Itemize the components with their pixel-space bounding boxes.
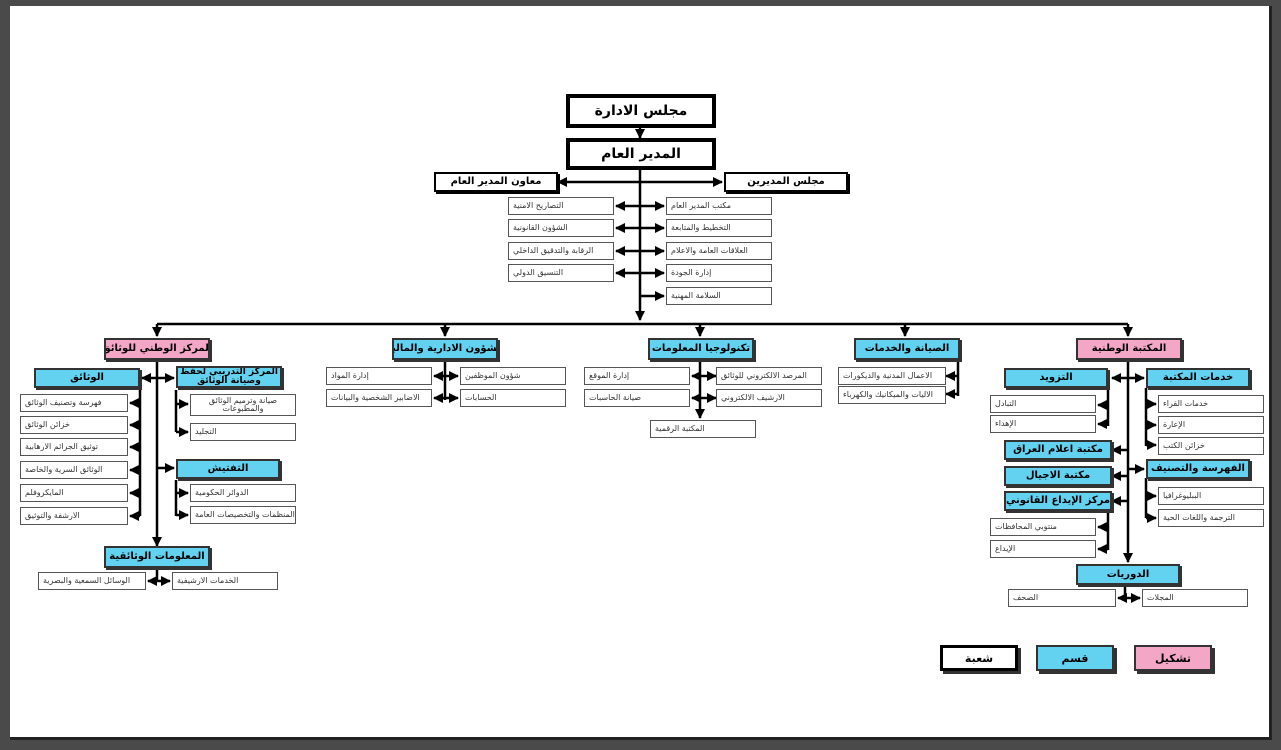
documents-unit-3[interactable]: توثيق الجرائم الارهابية [20,438,128,456]
cataloging-unit-1[interactable]: الببليوغرافيا [1158,487,1264,505]
national-archives-box[interactable]: المركز الوطني للوثائق [104,338,210,360]
training-unit-1[interactable]: صيانة وترميم الوثائق والمطبوعات [190,394,296,416]
maintenance-unit-1[interactable]: الاعمال المدنية والديكورات [838,367,946,385]
legend-section: قسم [1036,645,1114,671]
it-unit-2[interactable]: الارشيف الالكتروني [716,389,822,407]
admin-unit-1[interactable]: شؤون الموظفين [460,367,566,385]
library-services-box[interactable]: خدمات المكتبة [1146,368,1250,388]
library-services-unit-1[interactable]: خدمات القراء [1158,395,1264,413]
periodicals-unit-2[interactable]: الصحف [1008,589,1116,607]
supply-unit-2[interactable]: الإهداء [990,415,1096,433]
supply-unit-1[interactable]: التبادل [990,395,1096,413]
admin-unit-3[interactable]: إدارة المواد [326,367,432,385]
it-unit-1[interactable]: المرصد الالكتروني للوثائق [716,367,822,385]
cataloging-box[interactable]: الفهرسة والتصنيف [1146,459,1250,479]
legend-formation: تشكيل [1134,645,1212,671]
legal-deposit-box[interactable]: مركز الإيداع القانوني [1004,491,1112,511]
supply-box[interactable]: التزويد [1004,368,1108,388]
dg-office-left-3[interactable]: الرقابة والتدقيق الداخلي [508,242,614,260]
library-services-unit-2[interactable]: الإعارة [1158,416,1264,434]
dg-office-2[interactable]: التخطيط والمتابعة [666,219,772,237]
it-section-box[interactable]: تكنولوجيا المعلومات [648,338,754,360]
legend-division: شعبة [940,645,1018,671]
it-unit-4[interactable]: صيانة الحاسبات [584,389,690,407]
legal-deposit-unit-2[interactable]: الإيداع [990,540,1096,558]
inspection-box[interactable]: التفتيش [176,459,280,479]
national-library-box[interactable]: المكتبة الوطنية [1076,338,1182,360]
documents-unit-4[interactable]: الوثائق السرية والخاصة [20,461,128,479]
maintenance-unit-2[interactable]: الاليات والميكانيك والكهرباء [838,386,946,404]
generations-library-box[interactable]: مكتبة الاجيال [1004,466,1112,486]
inspection-unit-1[interactable]: الدوائر الحكومية [190,484,296,502]
documents-unit-5[interactable]: المايكروفلم [20,484,128,502]
documentary-info-unit-2[interactable]: الوسائل السمعية والبصرية [38,572,146,590]
maintenance-section-box[interactable]: الصيانة والخدمات [854,338,960,360]
dg-office-left-2[interactable]: الشؤون القانونية [508,219,614,237]
iraq-figures-library-box[interactable]: مكتبة اعلام العراق [1004,440,1112,460]
dg-office-1[interactable]: مكتب المدير العام [666,197,772,215]
directors-council-box[interactable]: مجلس المديرين [724,172,848,192]
training-unit-2[interactable]: التجليد [190,423,296,441]
board-of-directors-box[interactable]: مجلس الادارة [566,94,716,128]
library-services-unit-3[interactable]: خزائن الكتب [1158,437,1264,455]
admin-finance-section-box[interactable]: الشؤون الادارية والمالية [392,338,498,360]
admin-unit-4[interactable]: الاضابير الشخصية والبيانات [326,389,432,407]
dg-office-4[interactable]: إدارة الجودة [666,264,772,282]
legal-deposit-unit-1[interactable]: منتوبي المحافظات [990,518,1096,536]
dg-office-left-4[interactable]: التنسيق الدولي [508,264,614,282]
dg-office-3[interactable]: العلاقات العامة والاعلام [666,242,772,260]
periodicals-unit-1[interactable]: المجلات [1142,589,1248,607]
documents-unit-1[interactable]: فهرسة وتصنيف الوثائق [20,394,128,412]
training-center-box[interactable]: المركز التدريبي لحفظ وصيانة الوثائق [176,366,282,388]
deputy-dg-box[interactable]: معاون المدير العام [434,172,558,192]
documents-unit-2[interactable]: خزائن الوثائق [20,416,128,434]
documentary-info-unit-1[interactable]: الخدمات الارشيفية [172,572,278,590]
it-unit-3[interactable]: إدارة الموقع [584,367,690,385]
inspection-unit-2[interactable]: المنظمات والتخصيصات العامة [190,506,296,524]
documents-unit-6[interactable]: الارشفة والتوثيق [20,507,128,525]
periodicals-box[interactable]: الدوريات [1076,564,1180,585]
admin-unit-2[interactable]: الحسابات [460,389,566,407]
dg-office-left-1[interactable]: التصاريح الامنية [508,197,614,215]
cataloging-unit-2[interactable]: الترجمة واللغات الحية [1158,509,1264,527]
it-unit-5[interactable]: المكتبة الرقمية [650,420,756,438]
dg-office-5[interactable]: السلامة المهنية [666,287,772,305]
documents-box[interactable]: الوثائق [34,368,140,388]
documentary-info-box[interactable]: المعلومات الوثائقية [104,546,210,568]
director-general-box[interactable]: المدير العام [566,138,716,170]
